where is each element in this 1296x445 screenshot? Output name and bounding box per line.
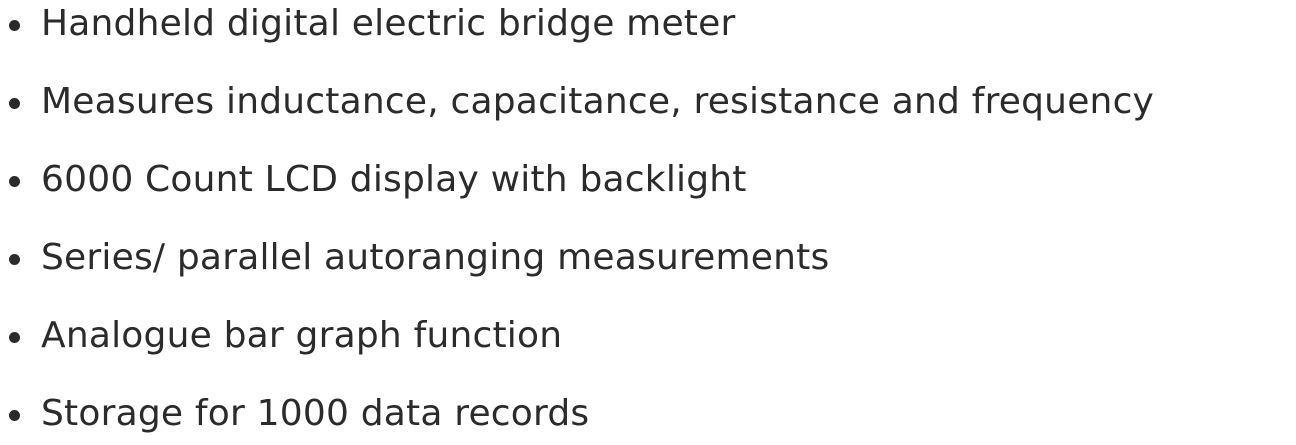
bullet-icon — [9, 331, 20, 343]
feature-list-item: Storage for 1000 data records — [9, 392, 1296, 436]
feature-list-item: Handheld digital electric bridge meter — [9, 2, 1296, 46]
feature-list-item: Analogue bar graph function — [9, 314, 1296, 358]
bullet-icon — [9, 253, 20, 265]
bullet-icon — [9, 19, 20, 31]
bullet-icon — [9, 175, 20, 187]
bullet-icon — [9, 409, 20, 421]
feature-list-item: Series/ parallel autoranging measurement… — [9, 236, 1296, 280]
feature-text: Series/ parallel autoranging measurement… — [41, 237, 830, 278]
feature-text: Measures inductance, capacitance, resist… — [41, 81, 1155, 122]
feature-text: Handheld digital electric bridge meter — [41, 3, 736, 44]
feature-text: 6000 Count LCD display with backlight — [41, 159, 747, 200]
feature-text: Analogue bar graph function — [41, 315, 563, 356]
product-feature-list: Handheld digital electric bridge meter M… — [9, 2, 1296, 436]
feature-text: Storage for 1000 data records — [41, 393, 590, 434]
feature-list-item: 6000 Count LCD display with backlight — [9, 158, 1296, 202]
bullet-icon — [9, 97, 20, 109]
feature-list-item: Measures inductance, capacitance, resist… — [9, 80, 1296, 124]
